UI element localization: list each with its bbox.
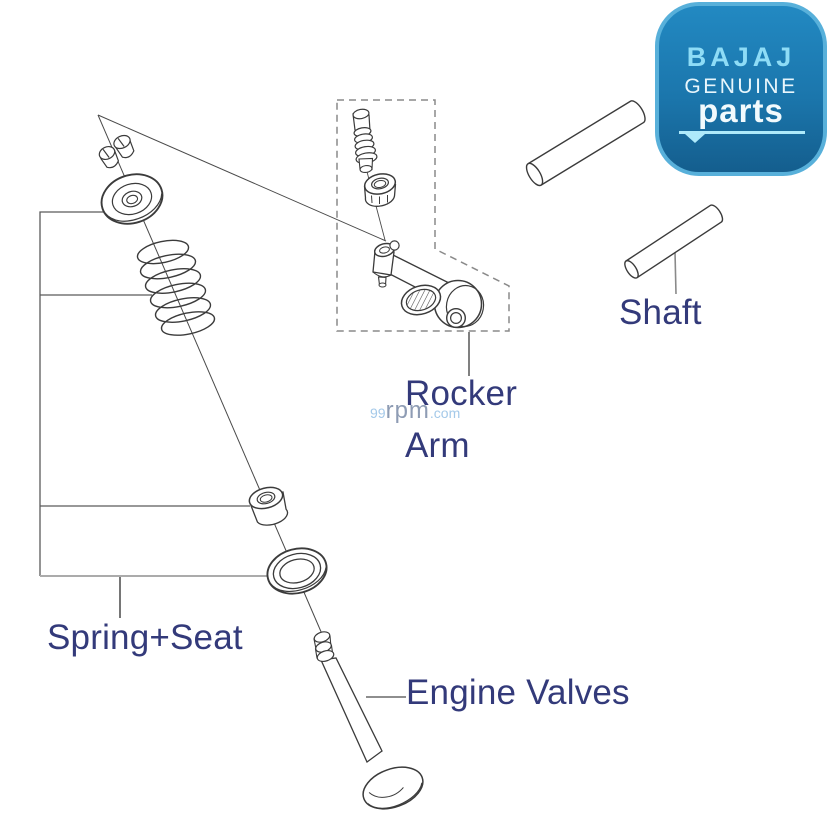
badge-genuine-text: GENUINE bbox=[684, 75, 798, 98]
valve-spring-seat bbox=[266, 547, 328, 595]
callout-lines bbox=[39, 211, 677, 698]
engine-valve bbox=[313, 631, 424, 810]
adjuster-nut bbox=[363, 173, 397, 207]
valve-stem bbox=[320, 657, 383, 763]
tappet-adjusting-screw bbox=[352, 108, 378, 174]
label-spring-seat: Spring+Seat bbox=[47, 618, 243, 657]
watermark-com: .com bbox=[429, 405, 461, 421]
rocker-pad-hatched bbox=[405, 288, 437, 312]
label-engine-valves: Engine Valves bbox=[406, 673, 630, 712]
shaft-leader-line bbox=[674, 251, 677, 295]
valve-collets bbox=[98, 134, 135, 169]
rocker-shaft-lower bbox=[624, 204, 724, 279]
label-shaft: Shaft bbox=[619, 293, 702, 332]
watermark-99rpm: 99 rpm .com bbox=[370, 399, 460, 423]
label-rocker-arm-line1: Rocker bbox=[405, 374, 518, 413]
rocker-arm bbox=[372, 240, 485, 329]
label-rocker-arm-line2: Arm bbox=[405, 426, 470, 465]
spring-retainer bbox=[100, 173, 164, 225]
badge-down-arrow-icon bbox=[685, 134, 705, 143]
rocker-arm-dashed-boundary bbox=[336, 99, 510, 332]
valve-spring bbox=[136, 239, 216, 336]
valve-stem-seal bbox=[248, 486, 289, 526]
badge-underline bbox=[679, 131, 805, 134]
ball-stud bbox=[389, 240, 400, 251]
bajaj-genuine-parts-badge: BAJAJ GENUINE parts bbox=[655, 2, 827, 176]
roller-hole bbox=[446, 308, 467, 329]
alignment-line bbox=[97, 114, 387, 242]
watermark-99: 99 bbox=[370, 405, 386, 421]
rocker-shaft-upper bbox=[525, 100, 646, 187]
watermark-rpm: rpm bbox=[385, 397, 430, 424]
bajaj-brand-text: BAJAJ bbox=[686, 42, 796, 72]
badge-parts-text: parts bbox=[698, 92, 784, 129]
